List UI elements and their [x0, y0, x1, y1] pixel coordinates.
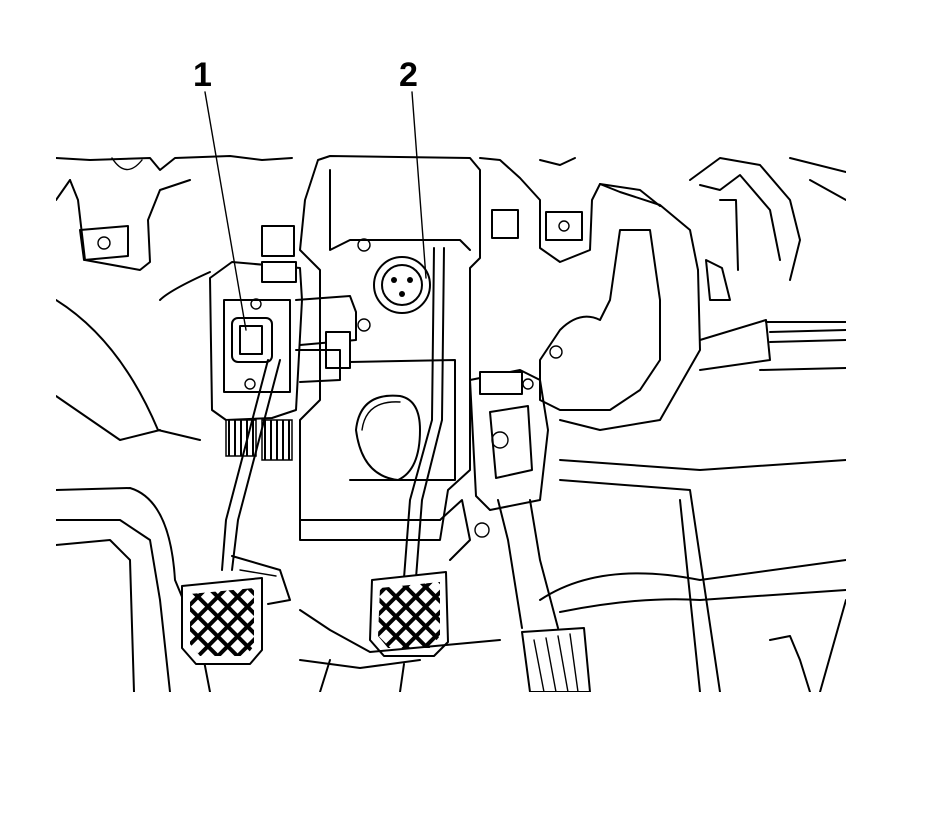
kick-panel-left [56, 271, 211, 692]
illustration [56, 155, 846, 692]
clutch-pedal [181, 359, 291, 665]
callout-label-2: 2 [399, 56, 418, 94]
pedal-bracket [299, 155, 481, 541]
accelerator-pedal [497, 499, 591, 692]
leader-line-1 [204, 91, 247, 331]
leader-line-2 [411, 91, 427, 279]
dash-trim-left [56, 155, 293, 271]
brake-pedal [369, 247, 449, 657]
brake-switch-assembly [439, 369, 549, 561]
clutch-switch-assembly [209, 225, 357, 461]
floor-tunnel [299, 459, 846, 692]
callout-label-1: 1 [193, 56, 212, 94]
dash-trim-right [479, 157, 846, 431]
callout-leaders [204, 91, 427, 331]
